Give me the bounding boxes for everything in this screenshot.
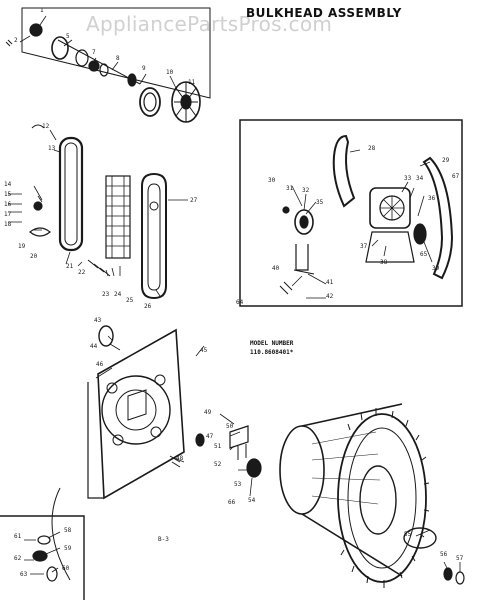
callout: 61 [14,533,22,540]
callout: 66 [228,499,236,506]
bulkhead-panel [51,325,205,581]
callout: 58 [64,527,72,534]
callout: 13 [48,145,56,152]
callout: 25 [126,297,134,304]
leader-lines [19,15,461,573]
callout: 57 [456,555,464,562]
callout: 7 [92,49,96,56]
callout: 52 [214,461,222,468]
drum-glides [403,527,465,585]
callout: 5 [66,33,70,40]
callout: 15 [4,191,12,198]
rear-drum-bearing-bracket [229,425,262,478]
callout: 53 [234,481,242,488]
drum-assembly [229,403,465,588]
callout: 11 [188,79,196,86]
callout: 47 [206,433,214,440]
callout: 45 [200,347,208,354]
rear-shaft-assembly [5,7,211,123]
callout: 10 [166,69,174,76]
callout: 8 [116,55,120,62]
callout: 64 [236,299,244,306]
callout: 12 [42,123,50,130]
model-label: MODEL NUMBER [250,340,294,347]
callout: 9 [142,65,146,72]
callout: 28 [368,145,376,152]
callout: 41 [326,279,334,286]
callout: 34 [416,175,424,182]
callout: 49 [204,409,212,416]
callout: 48 [176,455,184,462]
model-number: 110.8608401* [250,349,294,356]
callout: 32 [302,187,310,194]
watermark-text: AppliancePartsPros.com [86,12,333,36]
callout: 60 [62,565,70,572]
callout: 46 [96,361,104,368]
callout: 36 [428,195,436,202]
callout: 50 [226,423,234,430]
callout: 24 [114,291,122,298]
callout: 2 [14,37,18,44]
callout: 40 [272,265,280,272]
callout: 31 [286,185,294,192]
idler-assembly [282,206,315,275]
callout: 43 [94,317,102,324]
callout: 22 [78,269,86,276]
callout: 51 [214,443,222,450]
callout: 16 [4,201,12,208]
callout: 56 [440,551,448,558]
callout: 21 [66,263,74,270]
callout: 62 [14,555,22,562]
callout: 20 [30,253,38,260]
motor-inset [239,119,463,307]
callout: 17 [4,211,12,218]
callout: 26 [144,303,152,310]
callout: 37 [360,243,368,250]
callout: 29 [442,157,450,164]
callout: 30 [268,177,276,184]
bottom-left-inset [0,515,85,600]
callout: 39 [432,265,440,272]
callout: 65 [420,251,428,258]
figure-reference: B-3 [158,536,169,543]
callout: 67 [452,173,460,180]
drum-seal [141,172,167,300]
callout: 44 [90,343,98,350]
left-bracket [105,175,131,259]
callout: 19 [18,243,26,250]
callout: 38 [380,259,388,266]
callout: 54 [248,497,256,504]
blower-wheel [171,81,201,123]
callout: 59 [64,545,72,552]
callout: 18 [4,221,12,228]
callout: 55 [404,531,412,538]
callout: 23 [102,291,110,298]
callout: 14 [4,181,12,188]
callout: 42 [326,293,334,300]
motor [365,187,415,263]
callout: 27 [190,197,198,204]
callout: 33 [404,175,412,182]
left-belt-assembly [8,124,167,300]
callout: 63 [20,571,28,578]
callout: 35 [316,199,324,206]
callout: 1 [40,7,44,14]
diagram-title: BULKHEAD ASSEMBLY [246,6,402,20]
